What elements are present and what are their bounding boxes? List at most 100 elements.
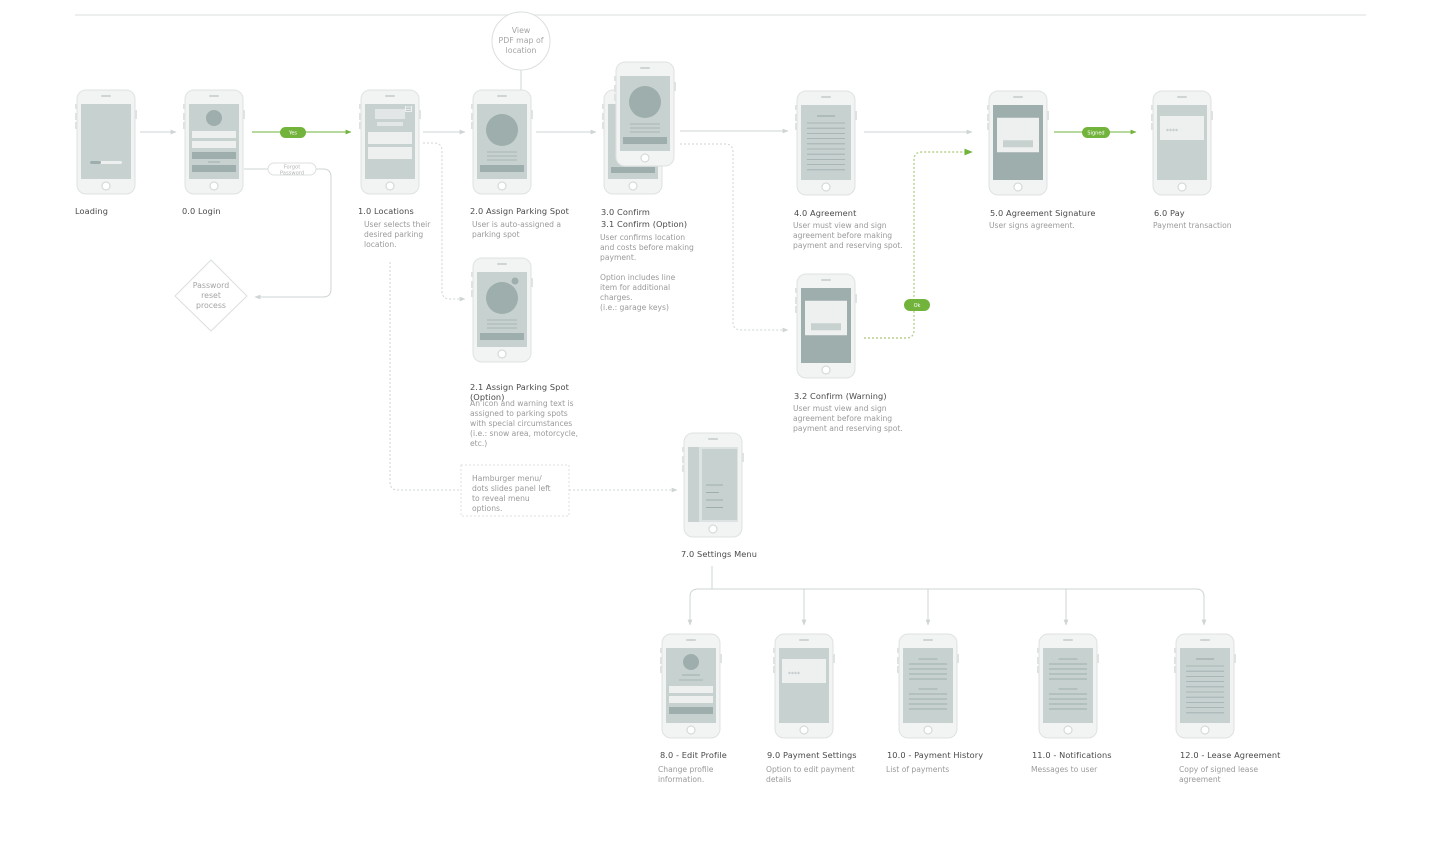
side-button	[75, 122, 77, 129]
arrow-warning-signature	[864, 148, 973, 339]
phone-screen	[81, 104, 131, 179]
side-button	[359, 104, 361, 109]
label-assign-option-1: 2.1 Assign Parking Spot	[470, 382, 570, 392]
speaker	[385, 95, 395, 97]
save-button	[669, 707, 713, 714]
power-button	[135, 110, 137, 119]
desc-assign-option-4: (i.e.: snow area, motorcycle,	[470, 429, 578, 438]
side-button	[773, 648, 775, 653]
power-button	[855, 111, 857, 120]
signin-button	[192, 152, 236, 159]
label-confirm-2: 3.1 Confirm (Option)	[601, 219, 687, 229]
continue-button	[480, 333, 524, 340]
label-login: 0.0 Login	[182, 206, 221, 216]
home-button	[821, 182, 831, 192]
location-item	[368, 147, 412, 159]
home-button	[708, 524, 718, 534]
phone-assign-option	[471, 257, 533, 363]
desc-agreement-2: agreement before making	[793, 231, 892, 240]
phone-signature	[987, 90, 1049, 196]
label-pay: 6.0 Pay	[1154, 208, 1185, 218]
power-button	[674, 82, 676, 91]
password-field	[192, 141, 236, 148]
desc-assign-option-1: An icon and warning text is	[470, 399, 574, 408]
pdf-map-line-1: View	[512, 26, 531, 35]
side-button	[1037, 648, 1039, 653]
side-button	[183, 104, 185, 109]
avatar-placeholder	[683, 654, 699, 670]
profile-field	[669, 696, 713, 703]
home-button	[686, 725, 696, 735]
home-button	[1200, 725, 1210, 735]
desc-assign-1: User is auto-assigned a	[472, 220, 561, 229]
desc-confirm-warning-3: payment and reserving spot.	[793, 424, 903, 433]
label-lease: 12.0 - Lease Agreement	[1180, 750, 1281, 760]
desc-payment-settings-1: Option to edit payment	[766, 765, 855, 774]
side-button	[602, 122, 604, 129]
yes-pill-label: Yes	[288, 131, 297, 137]
side-button	[471, 113, 473, 120]
desc-confirm-warning-2: agreement before making	[793, 414, 892, 423]
power-button	[243, 110, 245, 119]
desc-payment-settings-2: details	[766, 775, 791, 784]
home-button	[799, 725, 809, 735]
phone-login	[183, 89, 245, 195]
header-block	[375, 109, 405, 119]
desc-confirm-7: charges.	[600, 293, 633, 302]
side-button	[614, 76, 616, 81]
side-button	[1151, 123, 1153, 130]
location-item	[368, 132, 412, 144]
pin-field	[1160, 116, 1204, 140]
speaker	[1013, 96, 1023, 98]
side-button	[660, 666, 662, 673]
signed-pill: Signed	[1082, 127, 1110, 138]
side-button	[987, 114, 989, 121]
desc-assign-option-2: assigned to parking spots	[470, 409, 568, 418]
spot-image	[629, 86, 661, 118]
desc-edit-profile-1: Change profile	[658, 765, 714, 774]
pin-field	[782, 659, 826, 683]
pin-dots: ****	[1166, 128, 1178, 135]
home-button	[1177, 182, 1187, 192]
desc-payment-history-1: List of payments	[886, 765, 949, 774]
desc-confirm-1: User confirms location	[600, 233, 685, 242]
phone-screen	[801, 105, 851, 180]
side-button	[471, 272, 473, 277]
side-button	[987, 123, 989, 130]
side-button	[1174, 666, 1176, 673]
connectors	[140, 70, 1207, 626]
desc-assign-option-5: etc.)	[470, 439, 487, 448]
side-button	[795, 105, 797, 110]
speaker	[497, 263, 507, 265]
modal-button	[811, 323, 841, 331]
power-button	[1234, 654, 1236, 663]
desc-lease-2: agreement	[1179, 775, 1221, 784]
side-button	[1037, 657, 1039, 664]
forgot-password-pill: Forgot Password	[267, 162, 317, 177]
speaker	[640, 67, 650, 69]
side-button	[795, 297, 797, 304]
side-button	[471, 281, 473, 288]
modal-button	[1003, 140, 1033, 148]
confirm-button	[611, 167, 655, 173]
desc-pay-1: Payment transaction	[1153, 221, 1232, 230]
power-button	[1047, 111, 1049, 120]
side-button	[660, 657, 662, 664]
desc-locations-1: User selects their	[364, 220, 431, 229]
label-confirm-warning: 3.2 Confirm (Warning)	[794, 391, 887, 401]
label-locations: 1.0 Locations	[358, 206, 414, 216]
phone-confirm-front	[614, 61, 676, 167]
desc-agreement-1: User must view and sign	[793, 221, 887, 230]
side-button	[75, 104, 77, 109]
home-button	[923, 725, 933, 735]
phone-screen	[1180, 648, 1230, 723]
label-edit-profile: 8.0 - Edit Profile	[660, 750, 727, 760]
hamburger-note-line-2: dots slides panel left	[472, 484, 551, 493]
phone-loading	[75, 89, 137, 195]
side-button	[682, 447, 684, 452]
phone-assign	[471, 89, 533, 195]
power-button	[1211, 111, 1213, 120]
spot-image	[486, 282, 518, 314]
desc-confirm-8: (i.e.: garage keys)	[600, 303, 669, 312]
side-button	[1174, 648, 1176, 653]
